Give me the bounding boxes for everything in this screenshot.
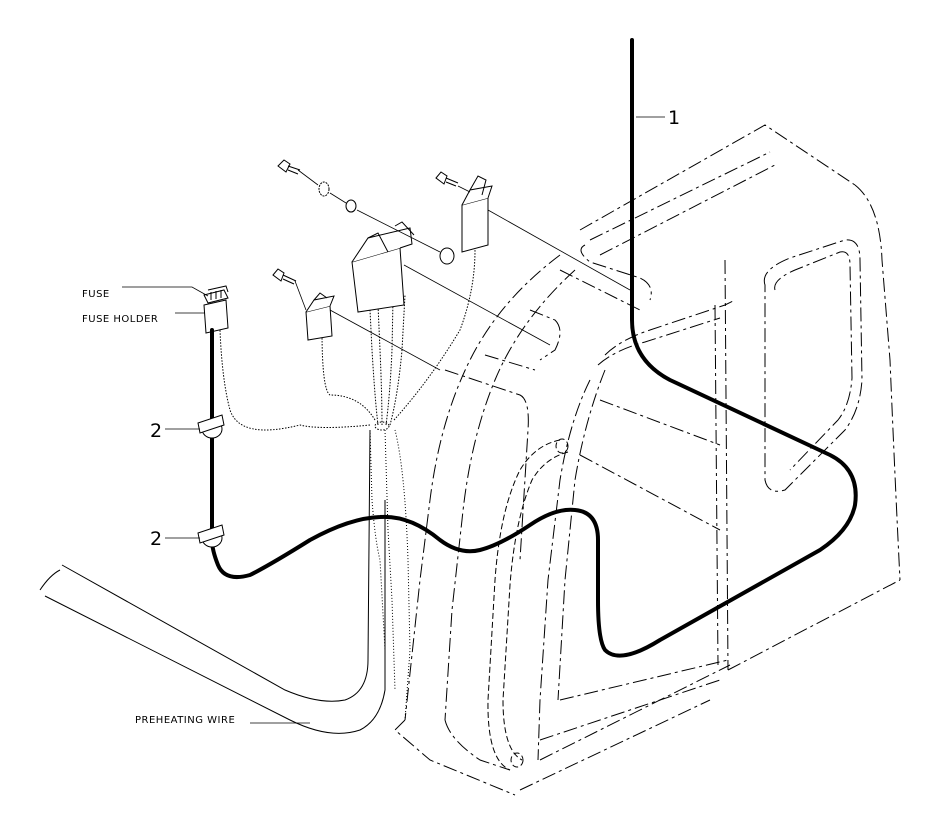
bolt-left	[272, 268, 297, 285]
clamp-upper	[197, 414, 225, 439]
assembly-lines	[294, 169, 631, 371]
cab-outline	[394, 124, 901, 796]
fuse-holder-label: FUSE HOLDER	[82, 314, 158, 325]
washer-2	[345, 199, 357, 213]
bolt-top-left	[277, 159, 301, 175]
handrail	[487, 438, 569, 771]
harness-branches	[219, 249, 476, 431]
nut	[439, 247, 455, 265]
preheating-wire-hose	[39, 429, 386, 734]
bolt-hardware	[272, 159, 459, 285]
callout-2-lower: 2	[150, 528, 162, 550]
preheating-wire-dotted	[369, 429, 411, 721]
connector-parts	[203, 175, 493, 341]
clamp-lower	[197, 524, 225, 548]
fuse-holder-body	[203, 299, 229, 334]
main-wire	[210, 38, 858, 658]
callout-2-upper: 2	[150, 420, 162, 442]
bolt-upper-right	[435, 171, 459, 187]
wire-clamps	[197, 414, 225, 548]
washer-1	[318, 181, 330, 197]
callout-1: 1	[668, 107, 680, 129]
leader-lines	[122, 116, 665, 724]
preheating-wire-label: PREHEATING WIRE	[135, 715, 235, 726]
fuse-label: FUSE	[82, 289, 110, 300]
